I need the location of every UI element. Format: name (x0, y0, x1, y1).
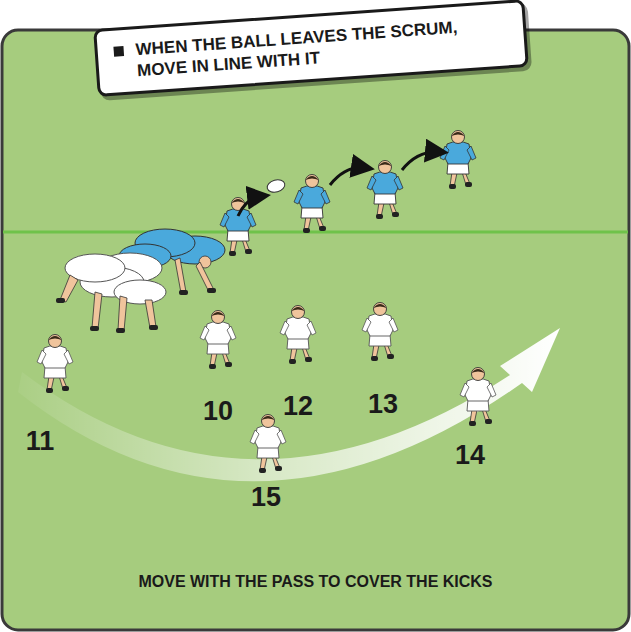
callout-number: 11 (26, 426, 55, 457)
note-text: WHEN THE BALL LEAVES THE SCRUM, MOVE IN … (135, 13, 511, 81)
scrum (56, 229, 225, 333)
callout-number: 10 (203, 396, 233, 427)
callout-number: 12 (283, 391, 313, 422)
note-box: WHEN THE BALL LEAVES THE SCRUM, MOVE IN … (93, 0, 529, 97)
callout-number: 14 (455, 440, 485, 471)
halfway-line (3, 231, 628, 234)
callout-number: 13 (368, 389, 398, 420)
movement-arrow (18, 328, 560, 481)
defending-players (37, 303, 496, 474)
caption-text: MOVE WITH THE PASS TO COVER THE KICKS (138, 573, 492, 591)
callout-number: 15 (251, 482, 281, 513)
pitch-ground (2, 30, 629, 630)
rugby-ball (266, 178, 286, 194)
pass-arrows (238, 152, 440, 216)
bullet-square (113, 46, 124, 57)
attacking-players (220, 131, 476, 257)
